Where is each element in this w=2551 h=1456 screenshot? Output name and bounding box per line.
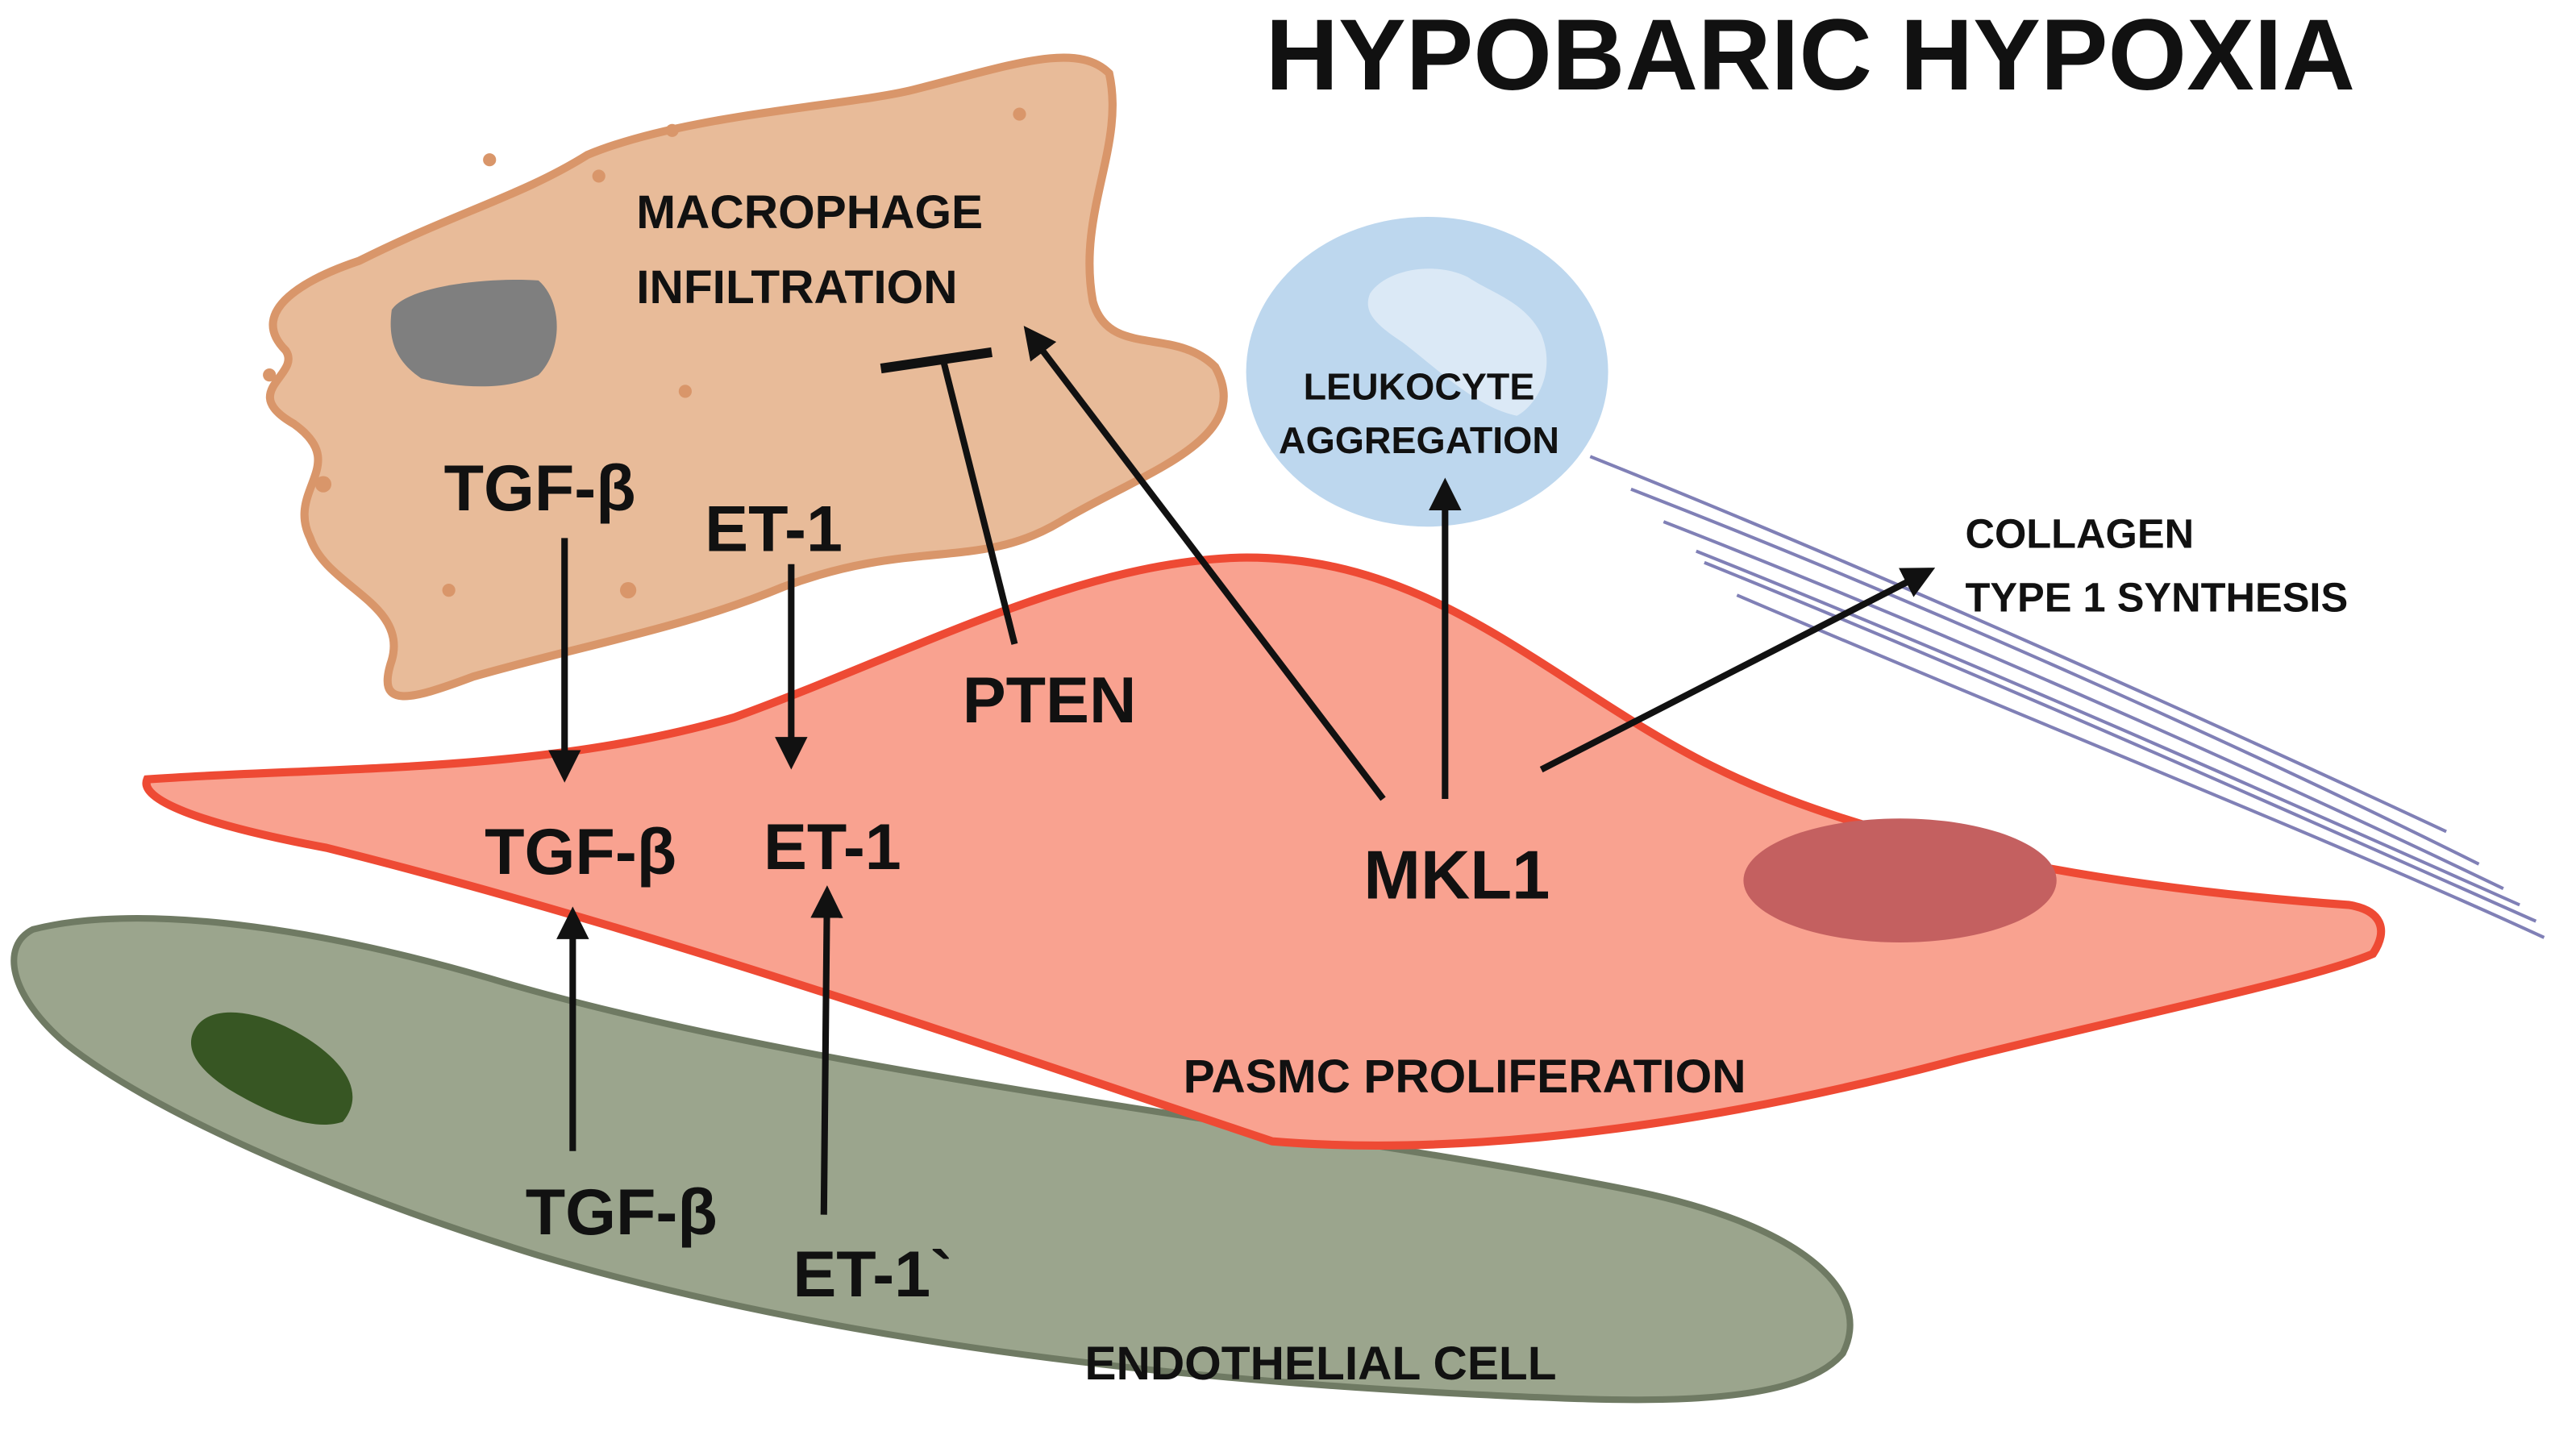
- leukocyte-aggregation-line1: LEUKOCYTE: [1304, 365, 1535, 407]
- leukocyte-nucleus: [1367, 268, 1547, 416]
- pasmc-et1: ET-1: [764, 811, 901, 884]
- endothelial-cell: TGF-β ET-1` ENDOTHELIAL CELL: [10, 915, 1854, 1404]
- macrophage-nucleus: [390, 280, 557, 387]
- collagen-line1: COLLAGEN: [1965, 511, 2194, 557]
- pasmc-tgf-beta: TGF-β: [485, 816, 676, 888]
- pasmc-proliferation-label: PASMC PROLIFERATION: [1184, 1050, 1746, 1103]
- macrophage-infiltration-line1: MACROPHAGE: [636, 186, 983, 239]
- macrophage-tgf-beta: TGF-β: [444, 452, 636, 525]
- leukocyte-aggregation-line2: AGGREGATION: [1279, 419, 1559, 461]
- arrow-endothelial-et1-to-pasmc: [810, 885, 843, 1215]
- pasmc-mkl1: MKL1: [1363, 836, 1550, 913]
- pasmc-cell: TGF-β ET-1 MKL1 PASMC PROLIFERATION: [142, 553, 2386, 1150]
- macrophage-infiltration-line2: INFILTRATION: [636, 261, 957, 314]
- pasmc-nucleus: [1743, 818, 2057, 942]
- pten-inhibition-line: [939, 357, 1018, 645]
- endothelial-et1: ET-1`: [793, 1238, 952, 1311]
- endothelial-tgf-beta: TGF-β: [526, 1176, 718, 1249]
- pten-inhibition-bar: [880, 347, 993, 374]
- diagram-title: HYPOBARIC HYPOXIA: [1266, 0, 2355, 111]
- leukocyte-cell: LEUKOCYTE AGGREGATION: [1246, 216, 1608, 527]
- arrow-mkl1-to-macrophage: [1023, 326, 1386, 801]
- endothelial-cell-label: ENDOTHELIAL CELL: [1084, 1337, 1556, 1390]
- pten-label: PTEN: [963, 664, 1137, 737]
- endothelial-nucleus: [190, 1012, 353, 1125]
- collagen-line2: TYPE 1 SYNTHESIS: [1965, 574, 2348, 620]
- arrow-mkl1-to-collagen: [1539, 568, 1936, 773]
- macrophage-et1: ET-1: [705, 493, 843, 566]
